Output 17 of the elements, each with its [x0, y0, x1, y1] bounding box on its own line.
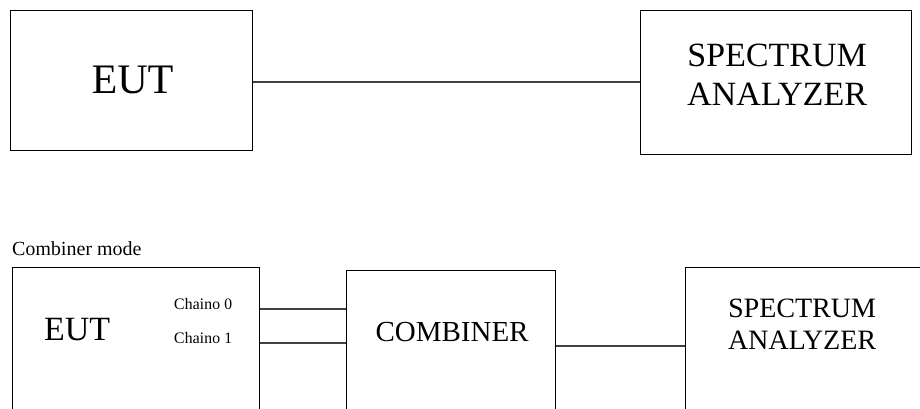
block-label: COMBINER	[374, 316, 530, 350]
block-box	[685, 267, 920, 409]
block-box	[346, 270, 556, 409]
block-label: SPECTRUM ANALYZER	[686, 36, 868, 114]
port-label: Chaino 0	[172, 296, 234, 314]
block-box	[10, 10, 253, 151]
connection-line	[260, 308, 346, 310]
connection-line	[556, 345, 685, 347]
block-label: EUT	[42, 310, 112, 350]
connection-line	[253, 81, 640, 83]
block-box	[12, 267, 260, 409]
port-label: Chaino 1	[172, 330, 234, 348]
block-label: SPECTRUM ANALYZER	[726, 293, 878, 358]
block-label: EUT	[90, 56, 174, 104]
connection-line	[260, 342, 346, 344]
block-box	[640, 10, 912, 155]
section-title: Combiner mode	[12, 238, 142, 261]
